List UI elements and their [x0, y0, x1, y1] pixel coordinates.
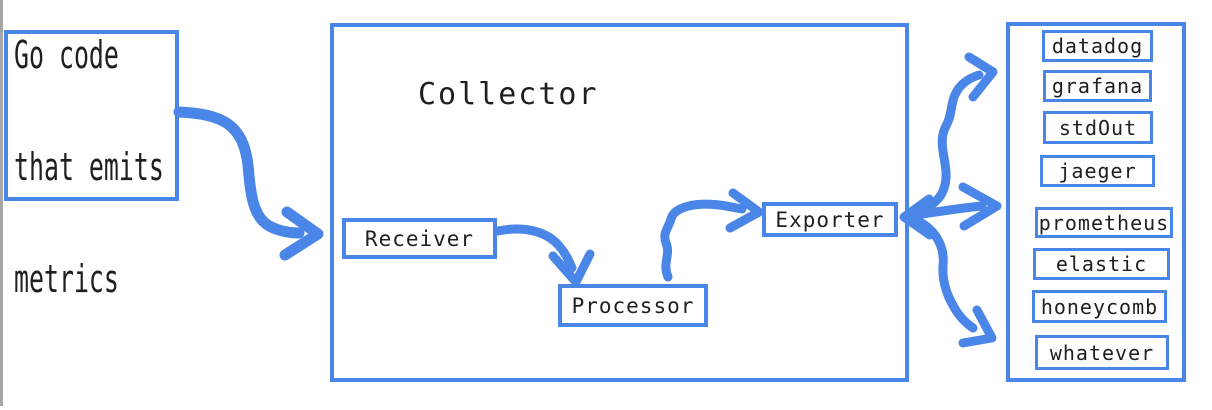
arrow-source-to-receiver[interactable]	[173, 106, 324, 261]
destination-grafana[interactable]: grafana	[1043, 70, 1152, 102]
receiver-box[interactable]: Receiver	[342, 218, 497, 259]
exporter-label: Exporter	[775, 207, 885, 232]
collector-box[interactable]: Collector Receiver Processor Exporter	[330, 23, 909, 382]
source-code-box[interactable]: Go code that emits metrics	[4, 30, 179, 301]
destination-label: honeycomb	[1040, 294, 1159, 319]
destination-honeycomb[interactable]: honeycomb	[1032, 290, 1167, 323]
arrowhead-up-right-icon	[964, 52, 998, 102]
arrow-exporter-fanout[interactable]	[899, 52, 1002, 348]
destination-elastic[interactable]: elastic	[1033, 248, 1170, 280]
processor-box[interactable]: Processor	[558, 284, 708, 327]
destination-label: whatever	[1049, 340, 1155, 365]
destination-label: prometheus	[1038, 210, 1170, 235]
source-line-2: that emits	[14, 145, 164, 189]
canvas-edge-bar	[0, 0, 3, 406]
destination-label: datadog	[1051, 34, 1144, 58]
destination-label: grafana	[1051, 74, 1144, 98]
destination-jaeger[interactable]: jaeger	[1040, 155, 1155, 187]
destination-whatever[interactable]: whatever	[1035, 335, 1169, 370]
source-line-1: Go code	[14, 33, 119, 77]
arrowhead-right-icon	[958, 182, 1002, 231]
destination-prometheus[interactable]: prometheus	[1035, 207, 1173, 238]
destination-datadog[interactable]: datadog	[1042, 30, 1153, 62]
receiver-label: Receiver	[364, 226, 475, 251]
destination-label: elastic	[1055, 252, 1148, 276]
source-line-3: metrics	[14, 257, 119, 301]
arrowhead-right-icon	[279, 206, 324, 261]
collector-title: Collector	[418, 77, 599, 112]
arrowhead-down-right-icon	[958, 305, 997, 348]
exporter-box[interactable]: Exporter	[762, 202, 898, 237]
destination-label: stdOut	[1058, 115, 1138, 140]
destination-stdout[interactable]: stdOut	[1043, 111, 1153, 144]
source-code-label: Go code that emits metrics	[14, 27, 164, 307]
destinations-panel[interactable]: datadog grafana stdOut jaeger prometheus…	[1006, 22, 1186, 382]
processor-label: Processor	[571, 293, 695, 318]
destination-label: jaeger	[1058, 159, 1137, 183]
